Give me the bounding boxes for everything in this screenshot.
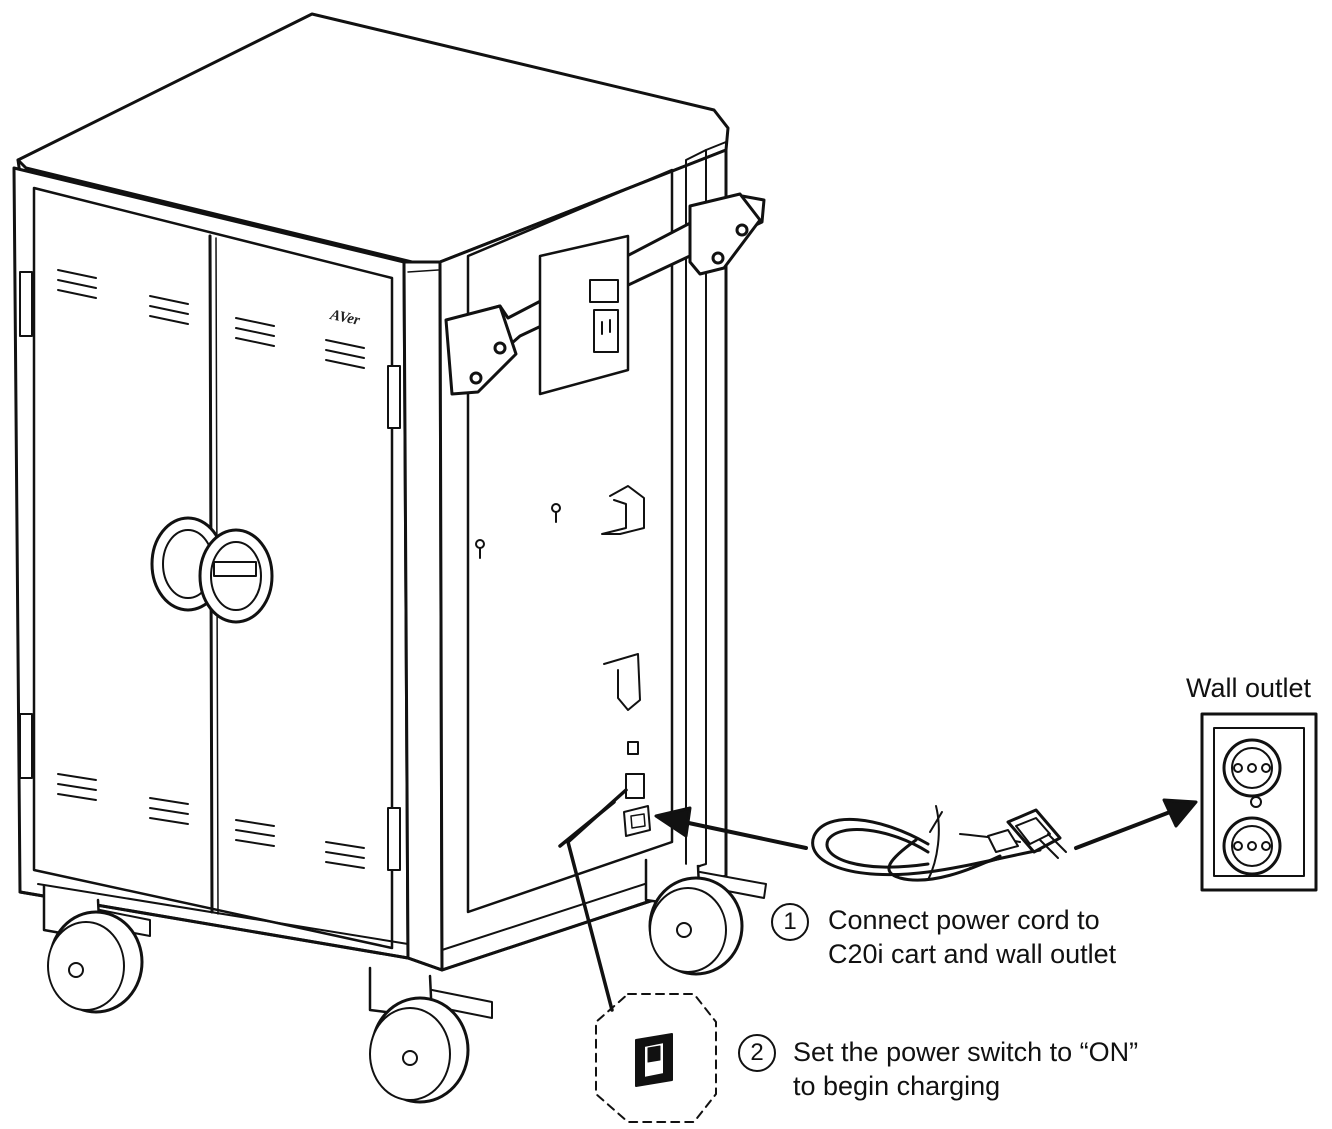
step-2-number: 2: [738, 1034, 776, 1072]
step-1-text-line2: C20i cart and wall outlet: [828, 939, 1117, 969]
charging-cart-icon: [12, 12, 767, 1104]
callout-lines: [558, 788, 628, 1012]
power-switch-icon: [595, 993, 717, 1123]
arrow-icon: [654, 798, 1198, 850]
wall-outlet-icon: [1200, 712, 1318, 892]
step-1-number: 1: [771, 903, 809, 941]
power-cord-icon: [811, 805, 1067, 882]
wall-outlet-label: Wall outlet: [1186, 673, 1312, 703]
step-1-text-line1: Connect power cord to: [828, 905, 1100, 935]
step-2-text-line2: to begin charging: [793, 1071, 1001, 1101]
step-2-text-line1: Set the power switch to “ON”: [793, 1037, 1139, 1067]
